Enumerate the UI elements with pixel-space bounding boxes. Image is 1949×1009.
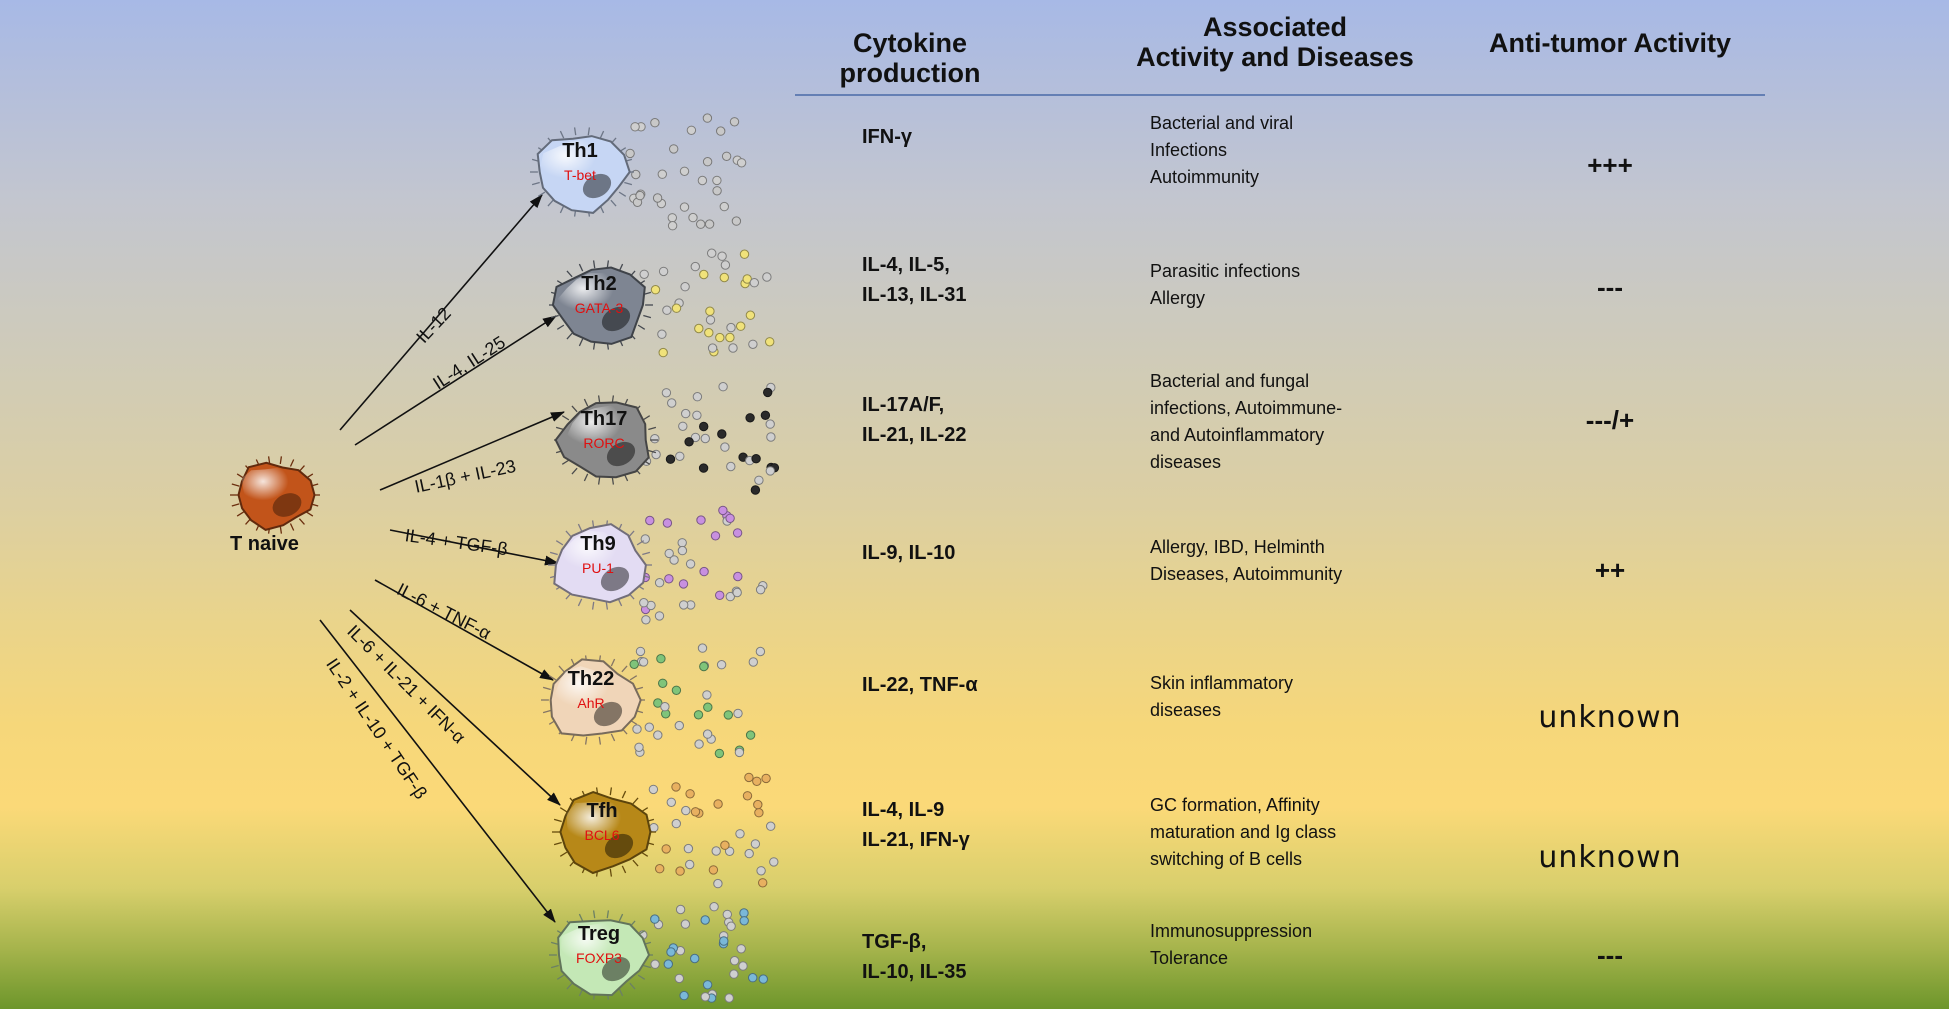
transcription-factor: AhR xyxy=(577,695,605,711)
disease-line: Immunosuppression xyxy=(1150,921,1313,941)
cell-name: Th1 xyxy=(562,140,598,162)
cytokine-dots xyxy=(639,248,775,358)
cell-name: Treg xyxy=(577,923,621,945)
cytokine-line: IFN-γ xyxy=(862,126,912,148)
disease-line: diseases xyxy=(1150,700,1222,720)
antitumor-value: --- xyxy=(1597,940,1623,970)
naive-cell xyxy=(230,456,320,534)
cell-name: Th22 xyxy=(567,668,615,690)
differentiation-arrow xyxy=(389,529,559,566)
disease-line: Allergy xyxy=(1150,288,1206,308)
differentiation-arrow xyxy=(379,411,565,491)
cytokine-list: IL-4, IL-5, IL-13, IL-31 xyxy=(862,250,966,310)
cell-th2 xyxy=(549,260,653,350)
disease-line: Bacterial and fungal xyxy=(1150,371,1310,391)
cell-treg xyxy=(549,910,653,1000)
disease-line: Bacterial and viral xyxy=(1150,113,1294,133)
cytokine-line: IL-22, TNF-α xyxy=(862,674,978,696)
cytokine-dots xyxy=(625,113,747,231)
cytokine-list: IFN-γ xyxy=(862,122,912,152)
cytokine-line: IL-21, IL-22 xyxy=(862,424,967,446)
cell-th17 xyxy=(554,395,658,485)
cytokine-list: TGF-β, IL-10, IL-35 xyxy=(862,927,966,987)
cytokine-line: IL-21, IFN-γ xyxy=(862,829,970,851)
transcription-factor: FOXP3 xyxy=(576,950,622,966)
cytokine-line: TGF-β, xyxy=(862,931,927,953)
cytokine-line: IL-9, IL-10 xyxy=(862,542,956,564)
associated-diseases: Skin inflammatory diseases xyxy=(1150,670,1293,724)
cell-name: Th2 xyxy=(581,273,617,295)
cytokine-dots xyxy=(629,643,766,759)
cytokine-line: IL-17A/F, xyxy=(862,394,945,416)
differentiation-arrow xyxy=(339,194,543,431)
antitumor-value: unknown xyxy=(1538,700,1682,735)
header-cytokine-line2: production xyxy=(839,58,981,88)
cytokine-dots xyxy=(641,382,780,495)
cell-name: Th17 xyxy=(580,408,628,430)
disease-line: infections, Autoimmune- xyxy=(1150,398,1343,418)
associated-diseases: GC formation, Affinity maturation and Ig … xyxy=(1150,792,1336,873)
cytokine-line: IL-4, IL-5, xyxy=(862,254,950,276)
disease-line: Skin inflammatory xyxy=(1150,673,1294,693)
differentiation-arrow xyxy=(374,579,554,681)
disease-line: Diseases, Autoimmunity xyxy=(1150,564,1343,584)
antitumor-value: ++ xyxy=(1594,555,1626,585)
header-cytokine: Cytokine production xyxy=(820,28,1000,88)
cell-th22 xyxy=(541,655,645,745)
header-associated-line2: Activity and Diseases xyxy=(1136,42,1414,72)
differentiation-arrow xyxy=(319,619,556,923)
antitumor-value: ---/+ xyxy=(1585,405,1635,435)
cytokine-line: IL-13, IL-31 xyxy=(862,284,967,306)
transcription-factor: RORC xyxy=(583,435,625,451)
transcription-factor: BCL6 xyxy=(584,827,620,843)
disease-line: switching of B cells xyxy=(1150,849,1303,869)
cell-name: Th9 xyxy=(580,533,616,555)
header-associated: Associated Activity and Diseases xyxy=(1110,12,1440,72)
differentiation-arrow xyxy=(354,315,557,446)
disease-line: Parasitic infections xyxy=(1150,261,1301,281)
disease-line: and Autoinflammatory xyxy=(1150,425,1325,445)
disease-line: diseases xyxy=(1150,452,1222,472)
cytokine-line: IL-4, IL-9 xyxy=(862,799,945,821)
disease-line: Tolerance xyxy=(1150,948,1229,968)
antitumor-value: --- xyxy=(1597,272,1623,302)
header-associated-line1: Associated xyxy=(1202,12,1348,42)
antitumor-value: unknown xyxy=(1538,840,1682,875)
disease-line: GC formation, Affinity xyxy=(1150,795,1320,815)
cell-tfh xyxy=(552,787,656,877)
associated-diseases: Bacterial and fungal infections, Autoimmu… xyxy=(1150,368,1342,476)
cytokine-list: IL-22, TNF-α xyxy=(862,670,978,700)
disease-line: Allergy, IBD, Helminth xyxy=(1150,537,1325,557)
transcription-factor: T-bet xyxy=(564,167,596,183)
cytokine-dots xyxy=(639,772,779,889)
cell-th1 xyxy=(530,127,634,217)
cytokine-dots xyxy=(639,505,768,625)
disease-line: maturation and Ig class xyxy=(1150,822,1337,842)
cell-name: Tfh xyxy=(586,800,618,822)
header-cytokine-line1: Cytokine xyxy=(852,28,968,58)
antitumor-value: +++ xyxy=(1587,150,1633,180)
cytokine-list: IL-9, IL-10 xyxy=(862,538,955,568)
transcription-factor: PU-1 xyxy=(582,560,614,576)
disease-line: Autoimmunity xyxy=(1150,167,1260,187)
differentiation-arrow xyxy=(349,609,561,806)
cell-th9 xyxy=(548,520,652,610)
transcription-factor: GATA-3 xyxy=(574,300,624,316)
header-antitumor: Anti-tumor Activity xyxy=(1489,28,1731,58)
cytokine-dots xyxy=(638,902,768,1003)
cytokine-line: IL-10, IL-35 xyxy=(862,961,967,983)
cytokine-list: IL-17A/F, IL-21, IL-22 xyxy=(862,390,966,450)
disease-line: Infections xyxy=(1150,140,1228,160)
naive-cell-label: T naive xyxy=(230,533,299,555)
